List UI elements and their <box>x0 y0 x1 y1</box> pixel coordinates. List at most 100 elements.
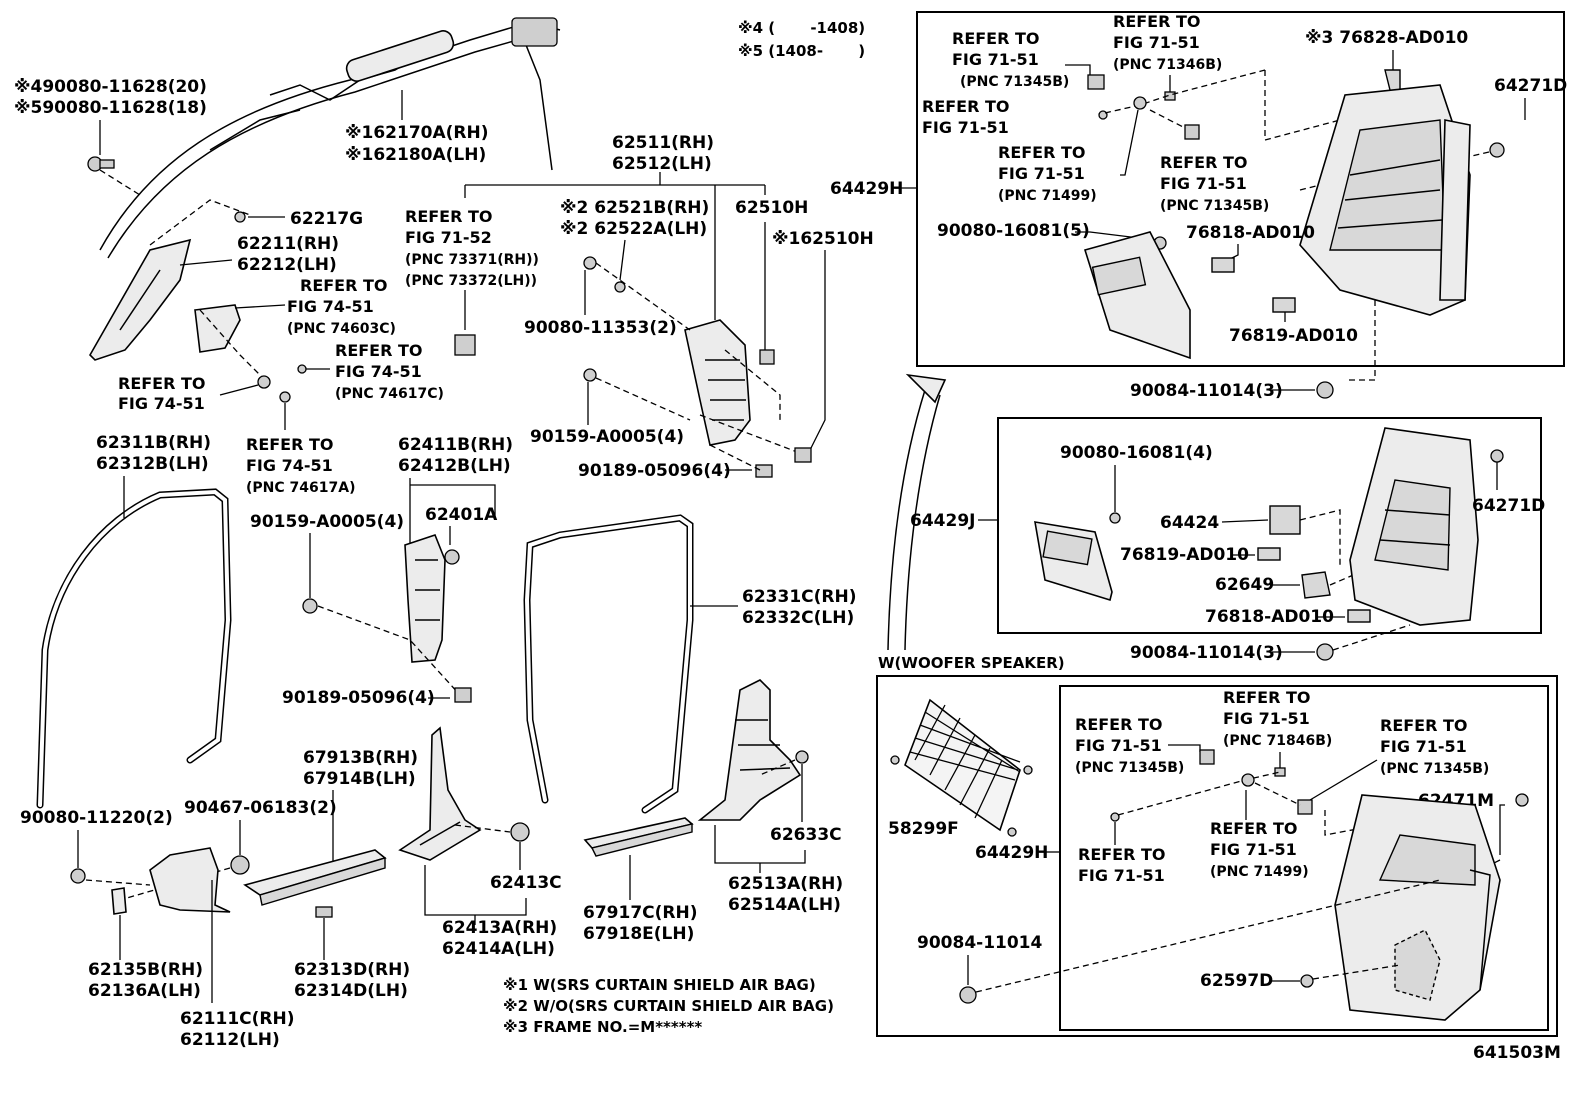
label-62401a: 62401A <box>425 505 498 525</box>
label-67914b: 67914B(LH) <box>303 769 416 789</box>
svg-text:(PNC 73371(RH)): (PNC 73371(RH)) <box>405 252 539 268</box>
note-3: ※3 FRAME NO.=M****** <box>503 1018 702 1036</box>
woofer-side-trim <box>1334 794 1501 1021</box>
clip-62413c <box>510 822 530 842</box>
front-pillar-garnish <box>89 238 241 361</box>
service-hole-cover-mid <box>1034 521 1113 602</box>
svg-text:REFER TO: REFER TO <box>922 97 1010 116</box>
label-62521b: ※2 62521B(RH) <box>560 198 709 218</box>
refer-top-d: REFER TO FIG 71-51 (PNC 71499) <box>998 143 1097 204</box>
svg-text:REFER TO: REFER TO <box>998 143 1086 162</box>
svg-text:(PNC 71345B): (PNC 71345B) <box>960 74 1069 90</box>
refer-fig74-51-c: REFER TO FIG 74-51 <box>118 374 206 413</box>
svg-text:FIG 71-51: FIG 71-51 <box>1113 33 1200 52</box>
label-62331c: 62331C(RH) <box>742 587 856 607</box>
clip-62510h <box>759 349 775 365</box>
svg-text:FIG 71-51: FIG 71-51 <box>998 164 1085 183</box>
curtain-airbag-assembly <box>99 17 561 259</box>
label-90467: 90467-06183(2) <box>184 798 337 818</box>
label-90189-05096-r: 90189-05096(4) <box>578 461 731 481</box>
svg-text:FIG 71-51: FIG 71-51 <box>1160 174 1247 193</box>
svg-text:REFER TO: REFER TO <box>1113 12 1201 31</box>
bolt-90080-11220 <box>70 868 86 884</box>
label-62314d: 62314D(LH) <box>294 981 408 1001</box>
scuff-plate-67917 <box>583 817 694 857</box>
label-90159-a0005-l: 90159-A0005(4) <box>250 512 404 532</box>
svg-text:(PNC 74603C): (PNC 74603C) <box>287 321 396 337</box>
pad-76818-mid <box>1347 609 1371 623</box>
service-hole-cover-top <box>1083 231 1191 360</box>
label-76818-top: 76818-AD010 <box>1186 223 1315 243</box>
svg-text:REFER TO: REFER TO <box>118 374 206 393</box>
svg-text:(PNC 73372(LH)): (PNC 73372(LH)) <box>405 273 537 289</box>
label-90080-11353: 90080-11353(2) <box>524 318 677 338</box>
clip-62633c <box>795 750 809 764</box>
weatherstrip-62311 <box>36 488 232 809</box>
label-62211: 62211(RH) <box>237 234 339 254</box>
svg-text:FIG 71-51: FIG 71-51 <box>1380 737 1467 756</box>
bolt-90084-11014-3a <box>1316 381 1334 399</box>
label-62512: 62512(LH) <box>612 154 712 174</box>
svg-text:FIG 71-52: FIG 71-52 <box>405 228 492 247</box>
bolt-90080-11353 <box>583 256 597 270</box>
label-67913b: 67913B(RH) <box>303 748 418 768</box>
box-woofer <box>876 675 1558 1037</box>
clip-62135 <box>111 887 127 915</box>
label-62633c: 62633C <box>770 825 842 845</box>
svg-text:FIG 74-51: FIG 74-51 <box>287 297 374 316</box>
refer-fig74-51-b: REFER TO FIG 74-51 (PNC 74617C) <box>335 341 444 402</box>
note-1: ※1 W(SRS CURTAIN SHIELD AIR BAG) <box>503 976 816 994</box>
arrow-head <box>905 373 947 404</box>
label-62312b: 62312B(LH) <box>96 454 209 474</box>
refer-fig74-51-d: REFER TO FIG 74-51 (PNC 74617A) <box>246 435 355 496</box>
figure-id: 641503M <box>1473 1043 1561 1063</box>
clip-64271d-mid <box>1490 449 1504 463</box>
clip-90467 <box>230 855 250 875</box>
svg-text:REFER TO: REFER TO <box>1210 819 1298 838</box>
refer-woofer-b: REFER TO FIG 71-51 (PNC 71846B) <box>1223 688 1332 749</box>
weatherstrip-62331 <box>523 514 694 814</box>
label-64429h-bot: 64429H <box>975 843 1048 863</box>
label-62332c: 62332C(LH) <box>742 608 854 628</box>
note-4: ※4 ( -1408) <box>738 19 865 37</box>
box-woofer-inner <box>1059 685 1549 1031</box>
clip-90159-a0005-l <box>302 598 318 614</box>
clip-62313 <box>315 906 333 918</box>
svg-text:(PNC 71345B): (PNC 71345B) <box>1075 760 1184 776</box>
label-67918e: 67918E(LH) <box>583 924 694 944</box>
label-90159-a0005-r: 90159-A0005(4) <box>530 427 684 447</box>
block-64424 <box>1269 505 1301 535</box>
refer-top-a: REFER TO FIG 71-51 (PNC 71345B) <box>952 29 1069 90</box>
label-76819-mid: 76819-AD010 <box>1120 545 1249 565</box>
bolt-90084-11014-3b <box>1316 643 1334 661</box>
label-90080-11220: 90080-11220(2) <box>20 808 173 828</box>
refer-woofer-e: REFER TO FIG 71-51 (PNC 71499) <box>1210 819 1309 880</box>
svg-text:FIG 74-51: FIG 74-51 <box>246 456 333 475</box>
svg-text:(PNC 71499): (PNC 71499) <box>1210 864 1309 880</box>
clip-90189-05096-r <box>755 464 773 478</box>
label-62313d: 62313D(RH) <box>294 960 410 980</box>
box-64429h <box>916 11 1565 367</box>
label-62597d: 62597D <box>1200 971 1273 991</box>
svg-text:FIG 71-51: FIG 71-51 <box>1223 709 1310 728</box>
svg-text:FIG 71-51: FIG 71-51 <box>922 118 1009 137</box>
label-62413c: 62413C <box>490 873 562 893</box>
label-64271d-top: 64271D <box>1494 76 1567 96</box>
svg-text:(PNC 74617A): (PNC 74617A) <box>246 480 355 496</box>
refer-woofer-d: REFER TO FIG 71-51 <box>1078 845 1166 885</box>
label-62212: 62212(LH) <box>237 255 337 275</box>
svg-text:REFER TO: REFER TO <box>405 207 493 226</box>
svg-text:REFER TO: REFER TO <box>300 276 388 295</box>
label-90189-05096-l: 90189-05096(4) <box>282 688 435 708</box>
label-62414a: 62414A(LH) <box>442 939 555 959</box>
label-62511: 62511(RH) <box>612 133 714 153</box>
svg-text:(PNC 71345B): (PNC 71345B) <box>1160 198 1269 214</box>
clip-90189-05096-l <box>454 687 472 703</box>
svg-text:REFER TO: REFER TO <box>1160 153 1248 172</box>
refer-top-e: REFER TO FIG 71-51 (PNC 71345B) <box>1160 153 1269 214</box>
svg-text:(PNC 74617C): (PNC 74617C) <box>335 386 444 402</box>
svg-text:REFER TO: REFER TO <box>335 341 423 360</box>
refer-woofer-a: REFER TO FIG 71-51 (PNC 71345B) <box>1075 715 1184 776</box>
label-62180a: ※162180A(LH) <box>345 145 486 165</box>
clip-62217g <box>234 211 246 223</box>
